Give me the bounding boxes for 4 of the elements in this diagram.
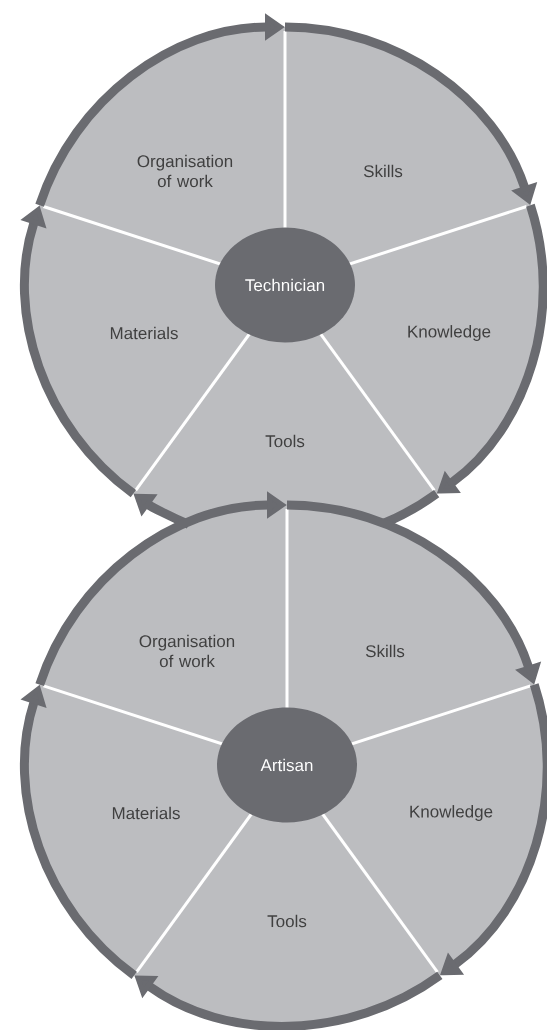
node-label: Organisation of work <box>137 154 233 188</box>
node-label: Skills <box>365 644 405 658</box>
node-label: Organisation of work <box>139 634 235 668</box>
node-label: Skills <box>363 164 403 178</box>
